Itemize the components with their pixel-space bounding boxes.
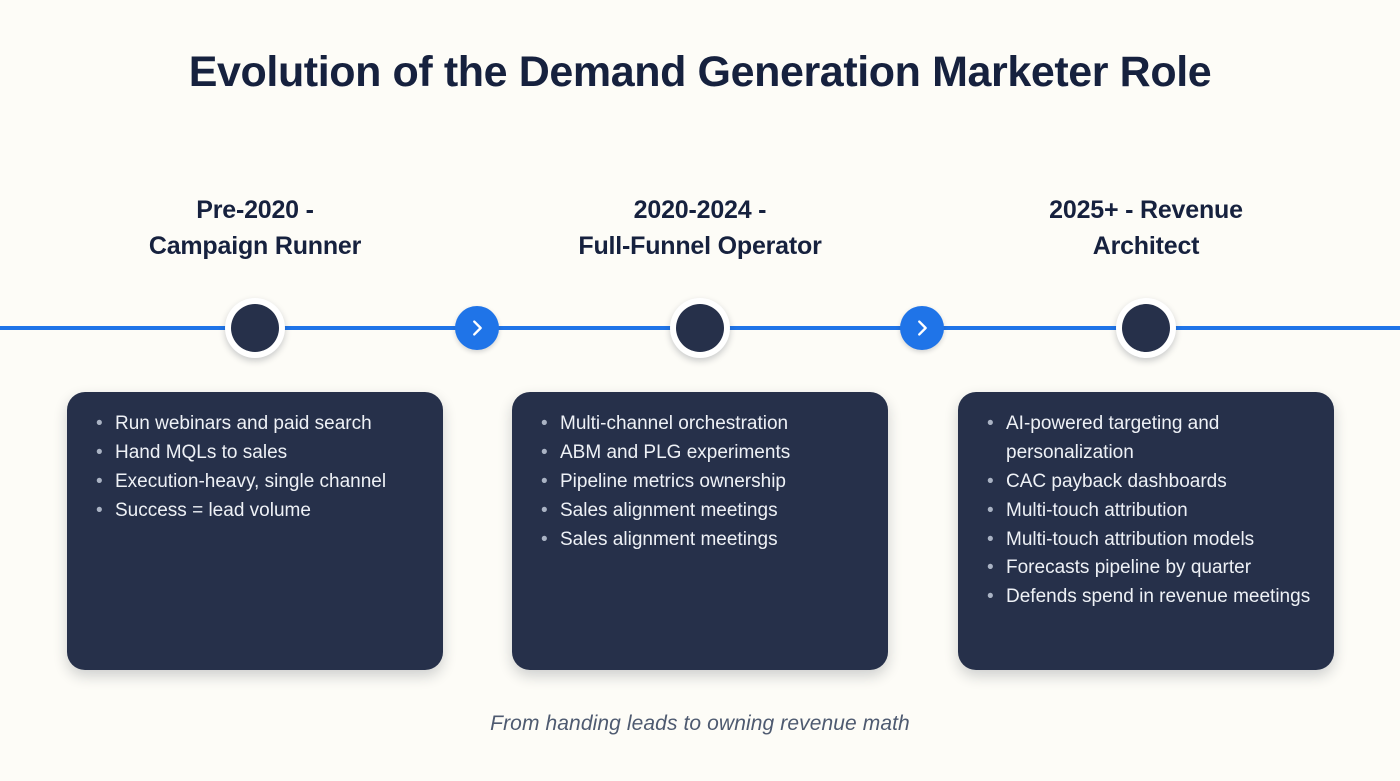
stage-2-heading-line-1: 2020-2024 - (633, 196, 767, 224)
chevron-right-icon (466, 317, 488, 339)
stage-3-heading-line-1: 2025+ - Revenue (1049, 196, 1243, 224)
stage-1-bullet-list: Run webinars and paid search Hand MQLs t… (77, 410, 425, 526)
connector-arrow-1[interactable] (455, 306, 499, 350)
list-item: ABM and PLG experiments (541, 439, 870, 468)
stage-1-node[interactable] (225, 298, 285, 358)
stage-3-heading-line-2: Architect (1092, 231, 1200, 260)
stage-2-heading-line-2: Full-Funnel Operator (578, 231, 822, 260)
stage-3-bullet-list: AI-powered targeting and personalization… (968, 410, 1316, 612)
list-item: Pipeline metrics ownership (541, 468, 870, 497)
stage-3-card: AI-powered targeting and personalization… (958, 392, 1334, 670)
list-item: Sales alignment meetings (541, 526, 870, 555)
list-item: Sales alignment meetings (541, 497, 870, 526)
stage-1-card: Run webinars and paid search Hand MQLs t… (67, 392, 443, 670)
list-item: Multi-channel orchestration (541, 410, 870, 439)
timeline-node-dot-icon (1122, 304, 1170, 352)
timeline-node-dot-icon (676, 304, 724, 352)
list-item: AI-powered targeting and personalization (987, 410, 1316, 468)
stage-2-card: Multi-channel orchestration ABM and PLG … (512, 392, 888, 670)
list-item: Forecasts pipeline by quarter (987, 554, 1316, 583)
list-item: Multi-touch attribution models (987, 526, 1316, 555)
list-item: Success = lead volume (96, 497, 425, 526)
stage-2-node[interactable] (670, 298, 730, 358)
list-item: Multi-touch attribution (987, 497, 1316, 526)
list-item: Execution-heavy, single channel (96, 468, 425, 497)
stage-1-heading-line-2: Campaign Runner (148, 231, 362, 260)
footer-caption: From handing leads to owning revenue mat… (490, 712, 910, 735)
chevron-right-icon (911, 317, 933, 339)
stage-1-heading: Pre-2020 - Campaign Runner (67, 193, 443, 264)
stage-3-node[interactable] (1116, 298, 1176, 358)
connector-arrow-2[interactable] (900, 306, 944, 350)
stage-1-heading-line-1: Pre-2020 - (196, 196, 314, 224)
list-item: Run webinars and paid search (96, 410, 425, 439)
page-title: Evolution of the Demand Generation Marke… (188, 48, 1212, 96)
timeline-node-dot-icon (231, 304, 279, 352)
list-item: Defends spend in revenue meetings (987, 583, 1316, 612)
stage-2-heading: 2020-2024 - Full-Funnel Operator (512, 193, 888, 264)
list-item: CAC payback dashboards (987, 468, 1316, 497)
list-item: Hand MQLs to sales (96, 439, 425, 468)
stage-2-bullet-list: Multi-channel orchestration ABM and PLG … (522, 410, 870, 554)
stage-3-heading: 2025+ - Revenue Architect (958, 193, 1334, 264)
